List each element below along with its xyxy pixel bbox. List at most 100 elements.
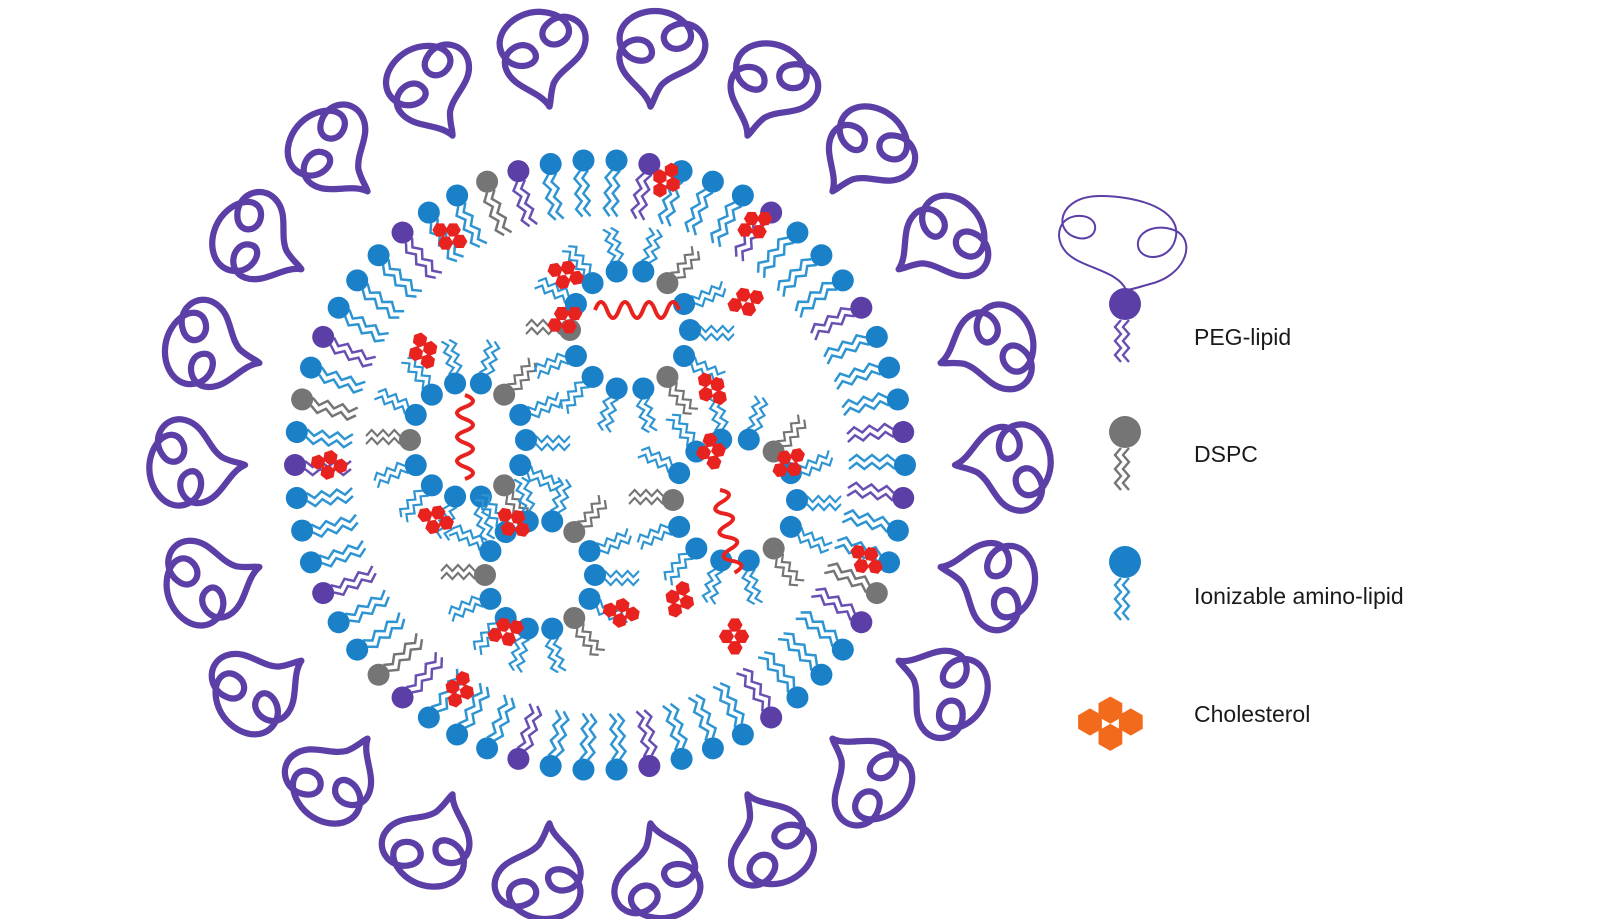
ionizable-lipid xyxy=(833,533,901,574)
ionizable-lipid xyxy=(400,352,443,406)
dspc-lipid xyxy=(762,537,806,591)
peg-coil xyxy=(610,6,709,113)
ionizable-lipid xyxy=(446,681,494,746)
peg-coil xyxy=(798,712,926,841)
ionizable-lipid xyxy=(601,225,628,283)
outer-lipid-layer xyxy=(284,149,916,781)
cholesterol-molecule xyxy=(659,577,701,622)
peg-coil xyxy=(196,622,323,746)
ionizable-lipid xyxy=(820,325,888,366)
ionizable-lipid xyxy=(633,515,691,551)
ionizable-lipid xyxy=(373,385,427,426)
peg-lipid xyxy=(806,296,873,342)
ionizable-lipid xyxy=(417,667,470,729)
peg-lipid xyxy=(312,325,377,371)
peg-lipid xyxy=(284,454,353,477)
ionizable-lipid xyxy=(434,485,467,542)
dspc-lipid xyxy=(367,632,428,686)
dspc-lipid xyxy=(476,170,513,239)
ionizable-lipid xyxy=(706,184,754,249)
ionizable-lipid xyxy=(786,489,843,512)
ionizable-lipid xyxy=(841,507,909,542)
peg-lipid xyxy=(845,480,915,509)
ionizable-lipid xyxy=(632,377,659,435)
dspc-lipid xyxy=(493,474,536,528)
peg-lipid xyxy=(810,583,873,634)
ionizable-lipid xyxy=(440,337,467,395)
peg-coil xyxy=(877,183,1004,307)
peg-coil xyxy=(706,778,824,901)
peg-coil xyxy=(711,32,829,155)
ionizable-lipid xyxy=(602,149,628,218)
peg-coil xyxy=(605,818,704,919)
peg-coil xyxy=(376,30,494,153)
ionizable-lipid xyxy=(636,443,691,485)
dspc-lipid xyxy=(656,365,700,419)
ionizable-lipid xyxy=(578,527,635,563)
peg-lipid xyxy=(845,421,915,444)
dspc-lipid xyxy=(364,428,421,451)
ionizable-lipid xyxy=(476,693,519,760)
ionizable-lipid xyxy=(681,170,724,237)
legend-label-dspc: DSPC xyxy=(1194,441,1258,467)
legend-cholesterol-icon xyxy=(1078,696,1143,751)
dspc-lipid xyxy=(656,245,704,295)
peg-coil xyxy=(149,419,245,505)
legend-label-peg-lipid: PEG-lipid xyxy=(1194,324,1292,350)
legend xyxy=(1058,194,1188,751)
dspc-lipid xyxy=(823,559,888,605)
ionizable-lipid xyxy=(327,296,390,347)
ionizable-lipid xyxy=(445,587,502,623)
inner-micelle-layer xyxy=(364,225,843,675)
ionizable-lipid xyxy=(346,269,406,324)
dspc-lipid xyxy=(627,488,684,511)
ionizable-lipid xyxy=(673,345,727,386)
ionizable-lipid xyxy=(469,485,496,543)
peg-coil xyxy=(155,523,271,633)
ionizable-lipid xyxy=(446,184,489,251)
legend-peg-lipid-icon xyxy=(1058,194,1188,364)
peg-lipid xyxy=(391,650,448,709)
ionizable-lipid xyxy=(509,454,563,495)
ionizable-lipid xyxy=(285,421,355,450)
ionizable-lipid xyxy=(679,319,736,342)
ionizable-lipid xyxy=(831,356,901,391)
ionizable-lipid xyxy=(572,712,598,781)
ionizable-lipid xyxy=(539,153,565,223)
dspc-lipid xyxy=(291,388,359,423)
ionizable-lipid xyxy=(541,617,568,675)
ionizable-lipid xyxy=(711,679,754,746)
ionizable-lipid xyxy=(605,711,628,781)
peg-coil xyxy=(802,92,930,221)
peg-coil xyxy=(955,424,1051,510)
ionizable-lipid xyxy=(560,241,604,295)
ionizable-lipid xyxy=(447,521,502,563)
ionizable-lipid xyxy=(584,564,641,587)
ionizable-lipid xyxy=(417,201,465,266)
ionizable-lipid xyxy=(367,244,424,303)
ionizable-lipid xyxy=(737,394,770,451)
ionizable-lipid xyxy=(469,338,502,395)
ionizable-lipid xyxy=(687,691,724,760)
ionizable-lipid xyxy=(772,244,833,298)
cholesterol-molecule xyxy=(718,618,750,655)
peg-lipid xyxy=(507,160,539,230)
ionizable-lipid xyxy=(659,537,708,587)
peg-lipid xyxy=(735,664,783,729)
ionizable-lipid xyxy=(756,647,809,709)
ionizable-lipid xyxy=(530,345,587,380)
ionizable-lipid xyxy=(327,588,394,634)
peg-coil xyxy=(496,5,595,112)
dspc-lipid xyxy=(439,563,496,586)
ionizable-lipid xyxy=(779,515,834,557)
ionizable-lipid xyxy=(794,606,854,661)
peg-coil xyxy=(491,817,590,919)
ionizable-lipid xyxy=(291,513,361,542)
ionizable-lipid xyxy=(595,377,628,434)
ionizable-lipid xyxy=(395,474,443,524)
mrna-strand xyxy=(593,300,681,320)
peg-lipid xyxy=(635,707,661,777)
ionizable-lipid xyxy=(299,539,369,574)
peg-lipid xyxy=(312,564,380,605)
